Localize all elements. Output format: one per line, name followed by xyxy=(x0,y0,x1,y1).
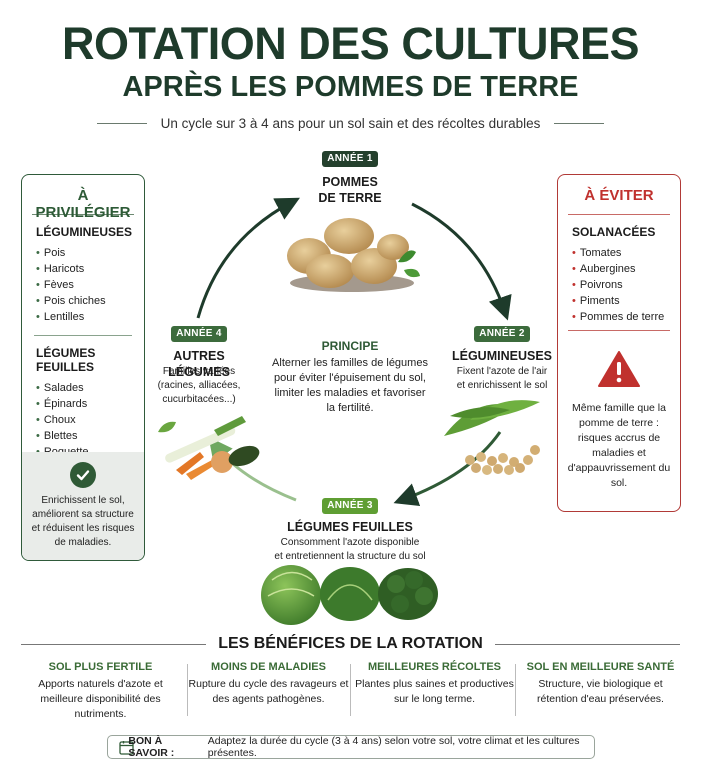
year1-title-line1: POMMES xyxy=(322,175,378,189)
year3-description: Consomment l'azote disponible et entreti… xyxy=(250,536,450,564)
legumineuses-list: Pois Haricots Fèves Pois chiches Lentill… xyxy=(36,245,144,325)
other-vegetables-illustration xyxy=(158,416,260,480)
avoid-warning-text: Même famille que la pomme de terre : ris… xyxy=(567,402,671,489)
benefit-title: MOINS DE MALADIES xyxy=(211,661,326,673)
page-subtitle-title: APRÈS LES POMMES DE TERRE xyxy=(122,71,579,103)
divider xyxy=(494,643,680,645)
list-item: Lentilles xyxy=(36,309,144,325)
benefits-header: LES BÉNÉFICES DE LA ROTATION xyxy=(0,633,701,655)
potatoes-illustration xyxy=(287,218,420,292)
year2-description: Fixent l'azote de l'air et enrichissent … xyxy=(445,365,559,393)
leafy-greens-illustration xyxy=(261,565,438,625)
divider xyxy=(350,664,351,716)
year3-badge: ANNÉE 3 xyxy=(322,498,378,514)
tip-text: Adaptez la durée du cycle (3 à 4 ans) se… xyxy=(207,735,580,759)
warning-icon xyxy=(598,351,640,387)
year4-desc-line3: cucurbitacées...) xyxy=(162,394,236,405)
check-icon xyxy=(70,462,96,488)
legumes-feuilles-list: Salades Épinards Choux Blettes Roquette xyxy=(36,380,144,460)
year3-desc-line1: Consomment l'azote disponible xyxy=(280,537,420,548)
list-item: Haricots xyxy=(36,261,144,277)
year1-title-line2: DE TERRE xyxy=(318,191,382,205)
list-item: Pommes de terre xyxy=(572,309,680,325)
recommended-title: À PRIVILÉGIER xyxy=(32,175,134,221)
year4-title: AUTRES LÉGUMES xyxy=(168,349,230,379)
solanacees-group-title: SOLANACÉES xyxy=(572,225,656,239)
benefit-item: SOL PLUS FERTILE Apports naturels d'azot… xyxy=(18,661,183,722)
year2-title: LÉGUMINEUSES xyxy=(451,349,552,363)
list-item: Choux xyxy=(36,412,144,428)
year1-title: POMMES DE TERRE xyxy=(290,174,410,206)
divider xyxy=(568,330,670,331)
arrow-year2-to-year3 xyxy=(393,431,502,507)
year4-desc-line2: (racines, alliacées, xyxy=(157,380,241,391)
benefit-description: Rupture du cycle des ravageurs et des ag… xyxy=(188,678,349,705)
benefit-description: Plantes plus saines et productives sur l… xyxy=(355,678,514,705)
divider xyxy=(21,643,207,645)
avoid-title: À ÉVITER xyxy=(568,175,670,215)
year2-desc-line1: Fixent l'azote de l'air xyxy=(456,366,548,377)
subtitle: Un cycle sur 3 à 4 ans pour un sol sain … xyxy=(160,115,541,131)
legumes-feuilles-group-title: LÉGUMES FEUILLES xyxy=(36,346,96,374)
recommended-footer: Enrichissent le sol, améliorent sa struc… xyxy=(22,452,144,560)
year2-desc-line2: et enrichissent le sol xyxy=(456,380,548,391)
benefit-title: SOL EN MEILLEURE SANTÉ xyxy=(526,661,675,673)
list-item: Tomates xyxy=(572,245,680,261)
page-title: ROTATION DES CULTURES xyxy=(62,18,639,69)
subtitle-row: Un cycle sur 3 à 4 ans pour un sol sain … xyxy=(0,113,701,133)
year3-title: LÉGUMES FEUILLES xyxy=(287,520,413,534)
year2-badge: ANNÉE 2 xyxy=(474,326,530,342)
list-item: Poivrons xyxy=(572,277,680,293)
recommended-footer-text: Enrichissent le sol, améliorent sa struc… xyxy=(31,495,135,548)
avoid-warning: Même famille que la pomme de terre : ris… xyxy=(558,350,680,491)
divider xyxy=(34,335,132,336)
arrow-year1-to-year2 xyxy=(411,202,512,321)
avoid-box: À ÉVITER SOLANACÉES Tomates Aubergines P… xyxy=(557,174,681,512)
list-item: Fèves xyxy=(36,277,144,293)
benefit-description: Apports naturels d'azote et meilleure di… xyxy=(38,678,163,720)
benefit-item: SOL EN MEILLEURE SANTÉ Structure, vie bi… xyxy=(518,661,683,707)
divider xyxy=(96,122,147,124)
principle-title: PRINCIPE xyxy=(321,339,379,353)
benefit-item: MEILLEURES RÉCOLTES Plantes plus saines … xyxy=(352,661,517,707)
list-item: Épinards xyxy=(36,396,144,412)
benefit-title: SOL PLUS FERTILE xyxy=(48,661,153,673)
tip-label: BON À SAVOIR : xyxy=(128,735,175,759)
list-item: Piments xyxy=(572,293,680,309)
tip-bar: BON À SAVOIR : Adaptez la durée du cycle… xyxy=(107,735,595,759)
list-item: Blettes xyxy=(36,428,144,444)
list-item: Pois chiches xyxy=(36,293,144,309)
list-item: Pois xyxy=(36,245,144,261)
benefit-item: MOINS DE MALADIES Rupture du cycle des r… xyxy=(186,661,351,707)
arrow-year3-to-year4 xyxy=(208,436,297,502)
year4-description: Familles variées (racines, alliacées, cu… xyxy=(145,365,253,407)
benefits-title: LES BÉNÉFICES DE LA ROTATION xyxy=(218,635,483,652)
year4-badge: ANNÉE 4 xyxy=(171,326,227,342)
legumineuses-group-title: LÉGUMINEUSES xyxy=(36,225,133,239)
divider xyxy=(515,664,516,716)
recommended-box: À PRIVILÉGIER LÉGUMINEUSES Pois Haricots… xyxy=(21,174,145,561)
arrow-year4-to-year1 xyxy=(196,197,300,319)
divider xyxy=(554,122,605,124)
year4-desc-line1: Familles variées xyxy=(162,366,236,377)
legumes-illustration xyxy=(444,400,540,475)
solanacees-list: Tomates Aubergines Poivrons Piments Pomm… xyxy=(572,245,680,325)
benefit-description: Structure, vie biologique et rétention d… xyxy=(537,678,664,705)
principle-text: Alterner les familles de légumes pour év… xyxy=(272,357,428,414)
year3-desc-line2: et entretiennent la structure du sol xyxy=(274,551,426,562)
divider xyxy=(187,664,188,716)
list-item: Aubergines xyxy=(572,261,680,277)
benefit-title: MEILLEURES RÉCOLTES xyxy=(367,661,502,673)
list-item: Salades xyxy=(36,380,144,396)
year1-badge: ANNÉE 1 xyxy=(322,151,378,167)
